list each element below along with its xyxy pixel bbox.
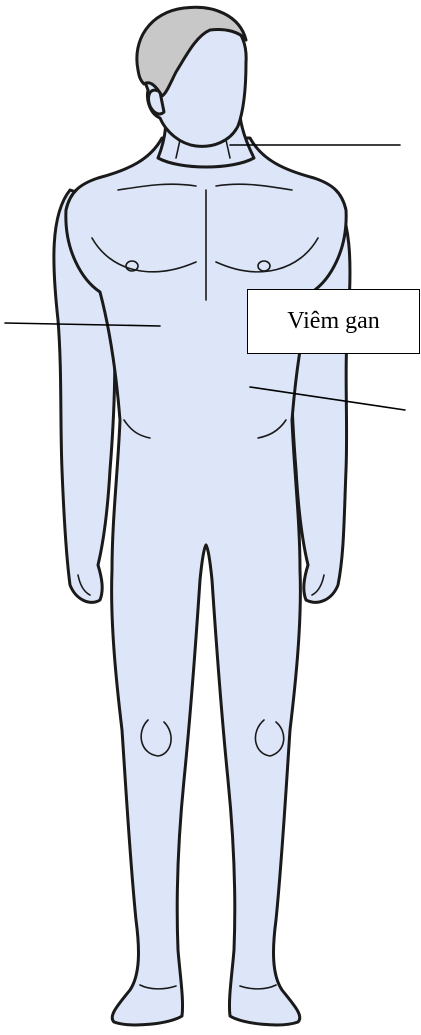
liver-label-text: Viêm gan [287,308,380,335]
liver-label-box: Viêm gan [247,289,420,354]
